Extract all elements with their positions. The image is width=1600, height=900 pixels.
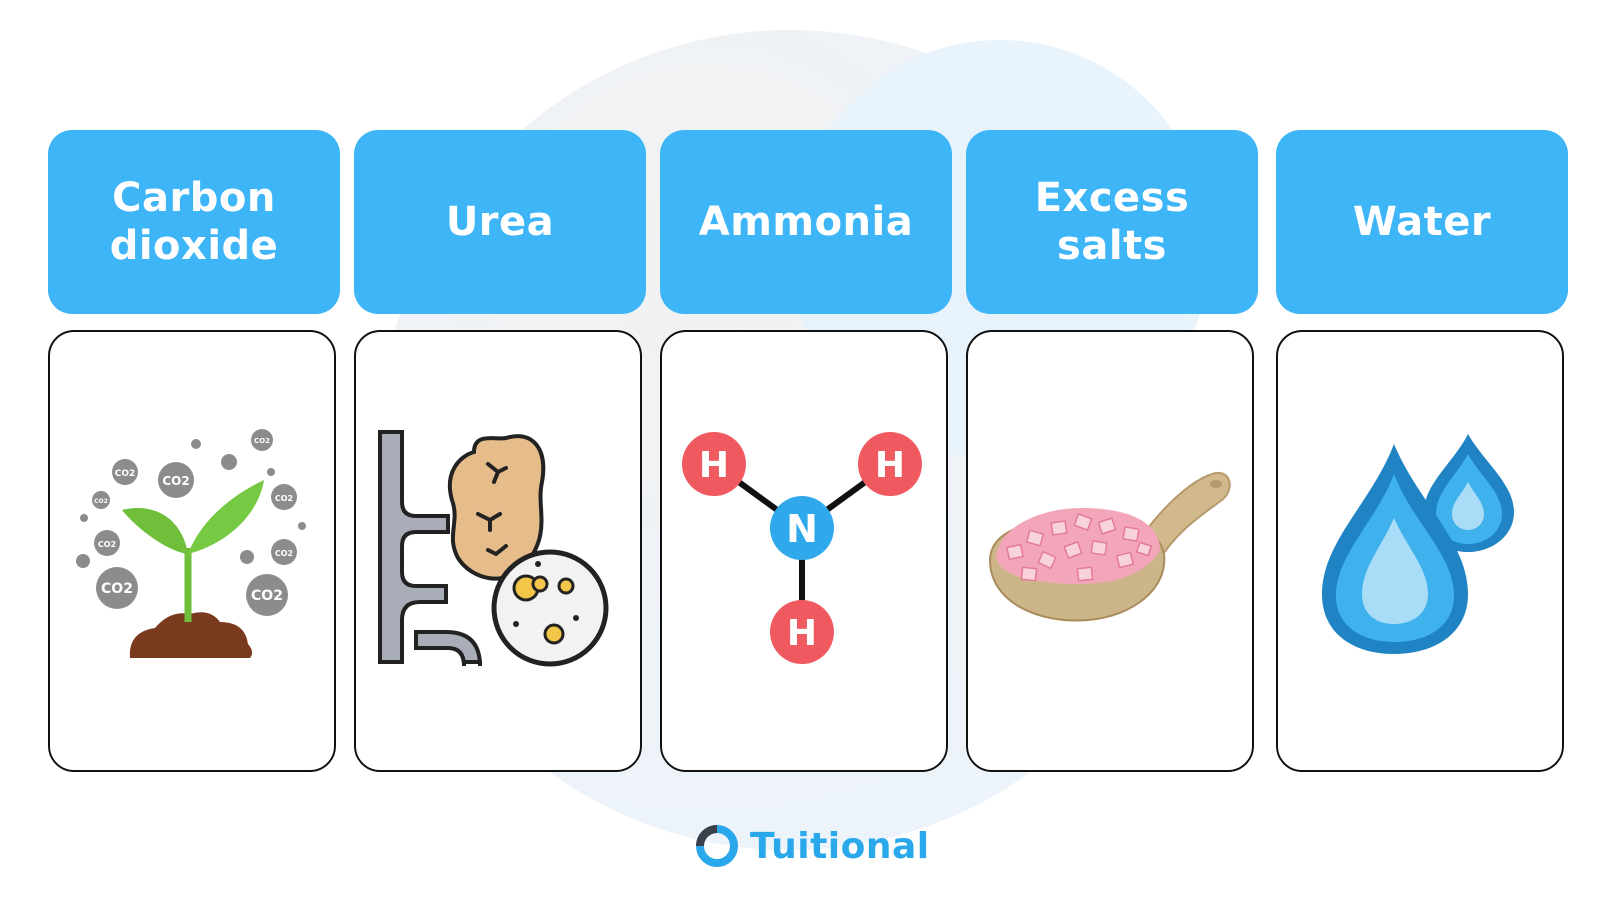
- header-ammonia: Ammonia: [660, 130, 952, 314]
- leaf-right: [188, 480, 264, 554]
- card-urea: [354, 330, 642, 772]
- svg-text:H: H: [787, 613, 817, 654]
- urea-crystal-circle: [491, 549, 609, 667]
- svg-text:CO2: CO2: [98, 540, 116, 549]
- svg-text:N: N: [786, 507, 818, 551]
- kidney-icon: [378, 430, 609, 667]
- co2-bubbles: CO2 CO2 CO2 CO2 CO2 CO2 CO2 CO2 CO2: [76, 429, 306, 616]
- water-drops-icon: [1322, 434, 1514, 654]
- svg-text:CO2: CO2: [101, 581, 133, 597]
- header-water: Water: [1276, 130, 1568, 314]
- svg-text:CO2: CO2: [162, 474, 189, 488]
- svg-text:CO2: CO2: [115, 469, 136, 479]
- card-excess-salts: [966, 330, 1254, 772]
- tuitional-logo-icon: [696, 825, 738, 867]
- leaf-left: [122, 507, 188, 554]
- svg-text:H: H: [699, 445, 729, 486]
- card-carbon-dioxide: CO2 CO2 CO2 CO2 CO2 CO2 CO2 CO2 CO2: [48, 330, 336, 772]
- plant-co2-icon: CO2 CO2 CO2 CO2 CO2 CO2 CO2 CO2 CO2: [76, 429, 306, 658]
- spoon-handle: [1136, 471, 1231, 564]
- header-urea: Urea: [354, 130, 646, 314]
- hydrogen-atom: [770, 600, 834, 664]
- tuitional-brand: Tuitional: [694, 818, 930, 874]
- svg-text:CO2: CO2: [275, 549, 293, 558]
- ureter-tube: [378, 430, 450, 664]
- hydrogen-atom: [682, 432, 746, 496]
- nitrogen-atom: [770, 496, 834, 560]
- brand-name: Tuitional: [750, 825, 930, 867]
- svg-text:CO2: CO2: [251, 588, 283, 604]
- card-water: [1276, 330, 1564, 772]
- card-ammonia: H H N H: [660, 330, 948, 772]
- soil-mound: [129, 612, 253, 658]
- svg-text:H: H: [875, 445, 905, 486]
- salt-spoon-icon: [988, 471, 1231, 622]
- header-carbon-dioxide: Carbon dioxide: [48, 130, 340, 314]
- hydrogen-atom: [858, 432, 922, 496]
- ammonia-molecule-icon: H H N H: [682, 432, 922, 664]
- svg-text:CO2: CO2: [254, 437, 270, 445]
- svg-text:CO2: CO2: [94, 498, 108, 505]
- svg-text:CO2: CO2: [275, 494, 293, 503]
- header-excess-salts: Excess salts: [966, 130, 1258, 314]
